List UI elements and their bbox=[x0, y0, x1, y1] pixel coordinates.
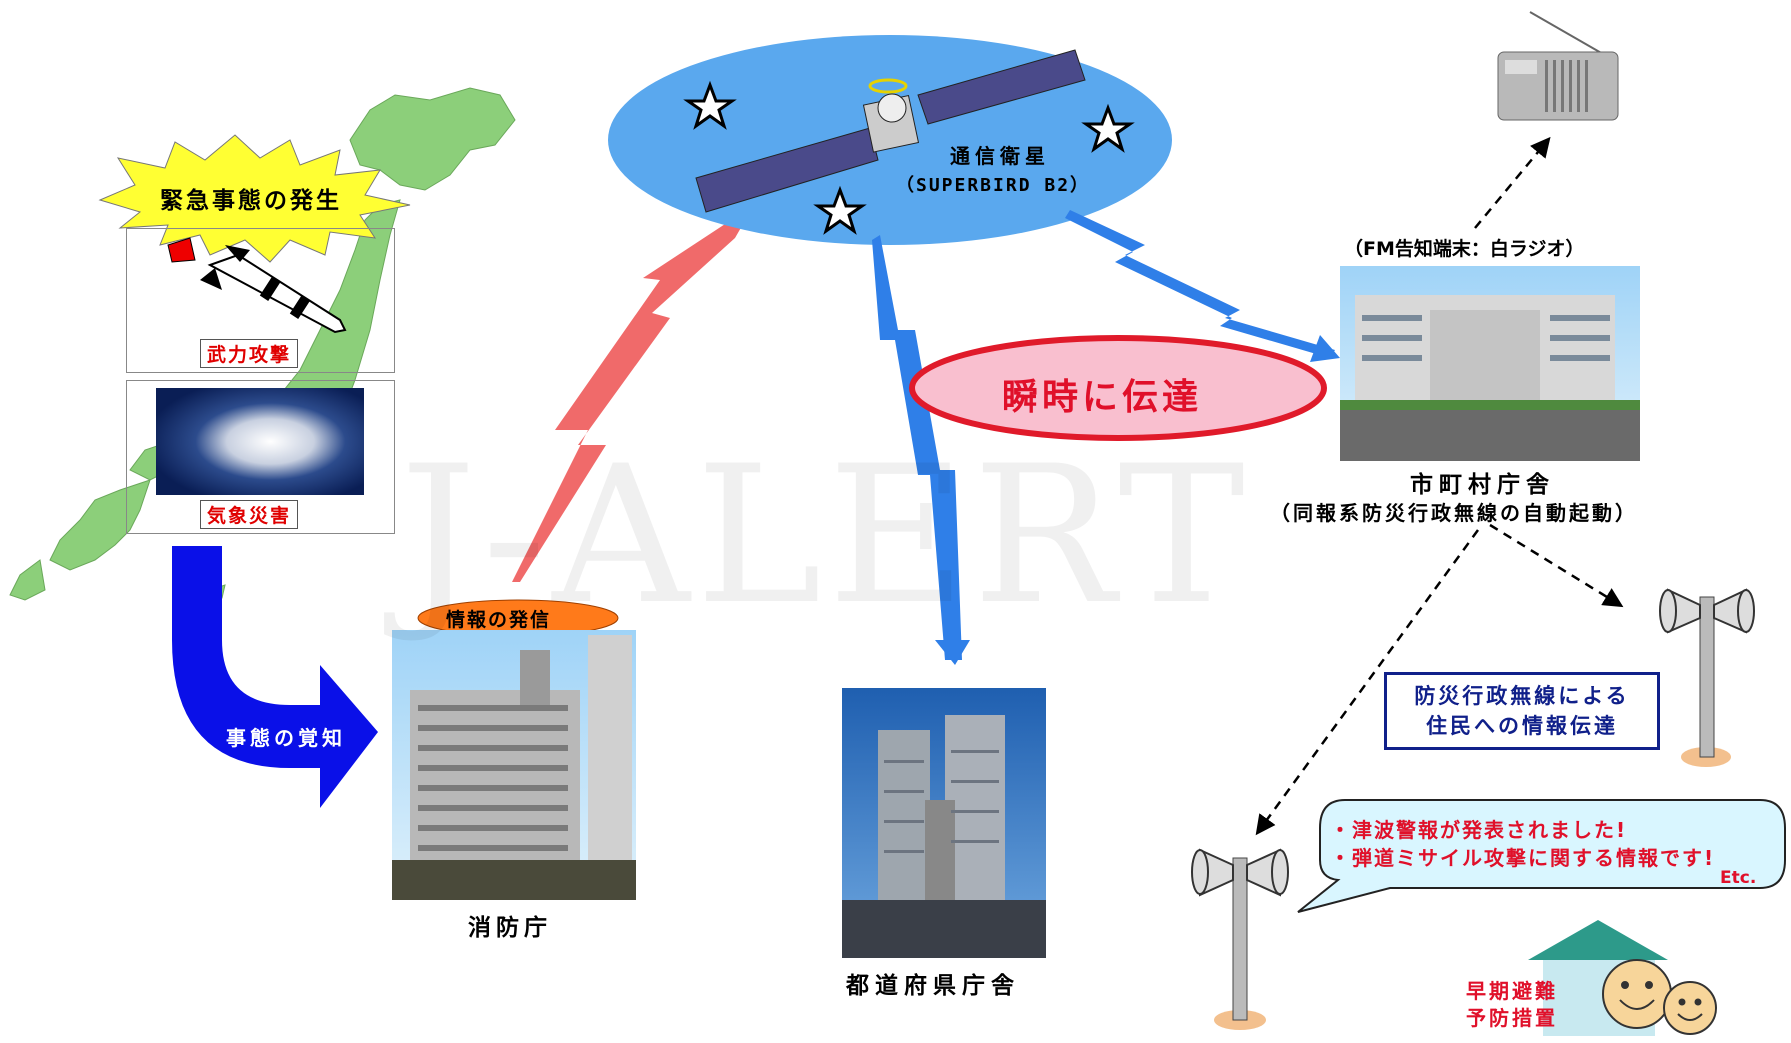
typhoon-photo bbox=[156, 388, 364, 495]
satellite-icon bbox=[695, 49, 1086, 213]
municipal-sub: （同報系防災行政無線の自動起動） bbox=[1270, 501, 1638, 525]
satellite-model: （SUPERBIRD B2） bbox=[896, 175, 1091, 196]
speaker-pole-left bbox=[1191, 848, 1289, 1030]
fdma-label: 消防庁 bbox=[468, 915, 552, 941]
bubble-line-2: ・弾道ミサイル攻撃に関する情報です! bbox=[1330, 846, 1716, 870]
missile-icon bbox=[167, 237, 347, 334]
fdma-building-photo bbox=[392, 630, 636, 900]
broadcast-line-2: 住民への情報伝達 bbox=[1426, 714, 1618, 738]
instant-ellipse bbox=[909, 335, 1327, 441]
speech-bubble bbox=[1297, 799, 1786, 913]
bubble-etc: Etc. bbox=[1720, 868, 1757, 888]
star-icons bbox=[683, 80, 1135, 235]
instant-label: 瞬時に伝達 bbox=[1002, 377, 1203, 418]
attack-label: 武力攻撃 bbox=[200, 339, 299, 368]
bubble-line-1: ・津波警報が発表されました! bbox=[1330, 818, 1628, 842]
radio-label: （FM告知端末：白ラジオ） bbox=[1344, 238, 1585, 260]
uplink-bolt bbox=[512, 205, 754, 582]
response-line-1: 早期避難 bbox=[1466, 979, 1558, 1003]
awareness-label: 事態の覚知 bbox=[226, 726, 346, 750]
attack-panel bbox=[126, 228, 395, 373]
awareness-arrow bbox=[172, 546, 378, 808]
downlink-bolt-municipal bbox=[1065, 210, 1335, 358]
weather-panel bbox=[126, 380, 395, 534]
burst-icon bbox=[98, 134, 411, 263]
dashed-arrows bbox=[1255, 136, 1624, 836]
prefecture-building-photo bbox=[842, 688, 1046, 958]
downlink-bolt-prefecture bbox=[872, 235, 962, 660]
emergency-title: 緊急事態の発生 bbox=[160, 188, 342, 214]
info-send-label: 情報の発信 bbox=[446, 609, 552, 631]
radio-icon bbox=[1497, 11, 1619, 121]
prefecture-label: 都道府県庁舎 bbox=[846, 973, 1020, 999]
municipal-name: 市町村庁舎 bbox=[1410, 472, 1555, 498]
municipal-building-photo bbox=[1340, 266, 1640, 461]
satellite-name: 通信衛星 bbox=[950, 144, 1050, 168]
house-roof bbox=[1528, 920, 1668, 960]
broadcast-line-1: 防災行政無線による bbox=[1414, 684, 1630, 708]
response-line-2: 予防措置 bbox=[1466, 1006, 1558, 1030]
speaker-pole-right bbox=[1659, 588, 1755, 767]
resident-faces-icon bbox=[1602, 959, 1717, 1035]
broadcast-info-box: 防災行政無線による 住民への情報伝達 bbox=[1384, 672, 1660, 750]
watermark-text: J-ALERT bbox=[400, 425, 1251, 646]
weather-label: 気象災害 bbox=[200, 500, 299, 529]
